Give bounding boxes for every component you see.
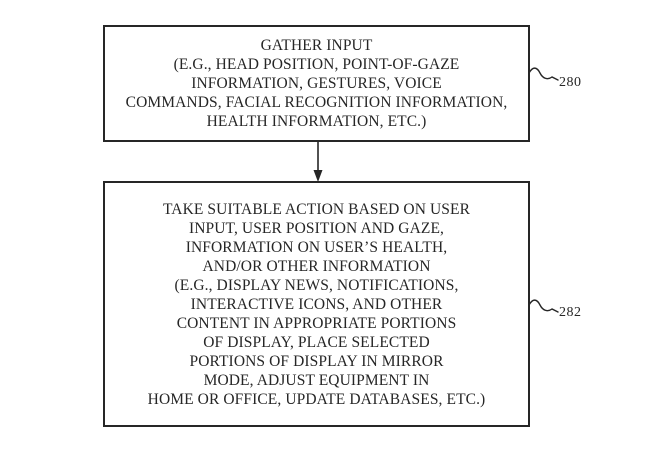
reference-numeral: 280 (559, 75, 582, 90)
box-text-line: INTERACTIVE ICONS, AND OTHER (190, 295, 443, 313)
box-text-line: TAKE SUITABLE ACTION BASED ON USER (162, 200, 471, 218)
box-text-line: MODE, ADJUST EQUIPMENT IN (203, 371, 430, 389)
box-text-line: OF DISPLAY, PLACE SELECTED (203, 333, 430, 351)
box-text-line: INFORMATION ON USER’S HEALTH, (185, 238, 448, 256)
flow-box-gather-input: GATHER INPUT (E.G., HEAD POSITION, POINT… (103, 25, 530, 142)
box-text-line: COMMANDS, FACIAL RECOGNITION INFORMATION… (125, 94, 508, 111)
box-text-line: GATHER INPUT (260, 37, 373, 54)
flow-arrow-down-icon (311, 142, 325, 182)
reference-numeral: 282 (559, 305, 582, 320)
box-text-line: CONTENT IN APPROPRIATE PORTIONS (176, 314, 457, 332)
box-text-line: (E.G., HEAD POSITION, POINT-OF-GAZE (173, 56, 460, 73)
leader-squiggle-icon (528, 64, 559, 88)
box-text-line: INPUT, USER POSITION AND GAZE, (188, 219, 445, 237)
leader-squiggle-icon (528, 296, 559, 320)
box-text-line: INFORMATION, GESTURES, VOICE (191, 75, 442, 92)
box-text-line: PORTIONS OF DISPLAY IN MIRROR (189, 352, 444, 370)
box-text-line: AND/OR OTHER INFORMATION (202, 257, 431, 275)
box-text-line: HEALTH INFORMATION, ETC.) (206, 113, 427, 130)
box-text-line: HOME OR OFFICE, UPDATE DATABASES, ETC.) (147, 390, 486, 408)
flow-box-take-suitable-action: TAKE SUITABLE ACTION BASED ON USER INPUT… (103, 181, 530, 427)
box-text-line: (E.G., DISPLAY NEWS, NOTIFICATIONS, (174, 276, 459, 294)
